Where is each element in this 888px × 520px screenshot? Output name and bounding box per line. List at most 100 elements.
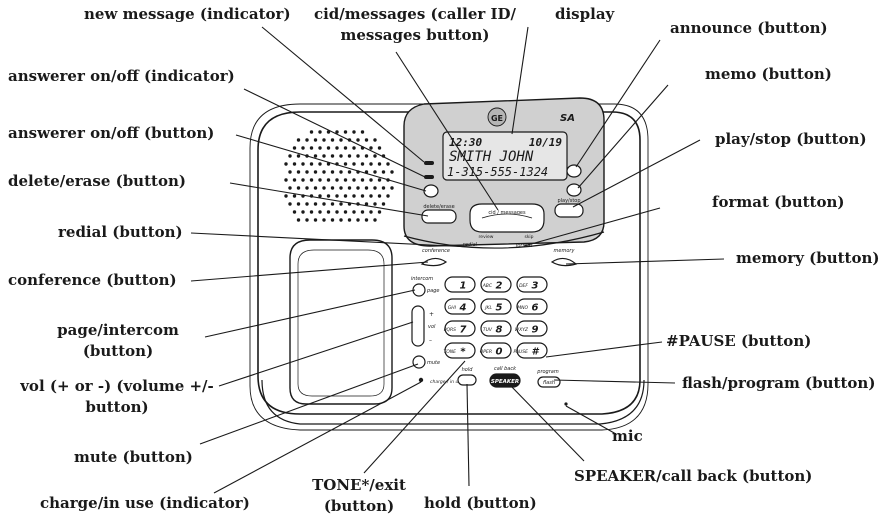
leader-memory (565, 258, 725, 265)
grille-hole (373, 218, 377, 222)
keypad-key-shape[interactable] (480, 298, 512, 315)
volume-button[interactable] (411, 305, 425, 347)
answerer-indicator (424, 175, 434, 179)
keypad-key-shape[interactable] (480, 320, 512, 337)
keypad-key-shape[interactable] (480, 342, 512, 359)
grille-hole (339, 170, 343, 174)
grille-hole (386, 194, 390, 198)
delete-erase-button[interactable] (421, 209, 457, 224)
callout-announce: announce (button) (670, 19, 828, 37)
lcd-time: 12:30 (449, 136, 482, 149)
grille-hole (284, 178, 288, 182)
leader-new-message (261, 26, 425, 163)
lcd-date: 10/19 (529, 136, 562, 149)
conference-button[interactable] (420, 257, 448, 267)
grille-hole (356, 138, 360, 142)
callout-memo: memo (button) (705, 65, 832, 83)
lcd-number: 1-315-555-1324 (447, 165, 548, 179)
grille-hole (347, 154, 352, 158)
grille-hole (309, 130, 314, 134)
keypad-key-1[interactable]: 1 (444, 276, 476, 293)
grille-hole (377, 146, 382, 150)
cid-messages-button[interactable] (469, 203, 545, 233)
leader-pause (545, 341, 663, 358)
callout-format: format (button) (712, 193, 845, 211)
console-sweep (403, 231, 605, 249)
keypad-key-digit: * (460, 347, 466, 358)
keypad-key-digit: 5 (496, 303, 503, 314)
leader-vol (218, 321, 414, 387)
answerer-on-off-button[interactable] (423, 184, 439, 198)
grille-hole (356, 186, 360, 190)
keypad-key-shape[interactable] (516, 342, 548, 359)
grille-hole (284, 194, 288, 198)
memo-button[interactable] (566, 183, 582, 197)
speaker-button[interactable] (489, 373, 521, 388)
callout-cid-messages-text: cid/messages (caller ID/ messages button… (313, 5, 517, 44)
vol-label: vol (428, 324, 436, 330)
keypad-key-shape[interactable] (444, 320, 476, 337)
keypad-key-digit: # (532, 347, 540, 358)
grille-hole (343, 194, 348, 198)
leader-redial (190, 232, 471, 248)
grille-hole (322, 218, 326, 222)
hold-button[interactable] (457, 374, 477, 386)
handset-cradle (289, 239, 393, 405)
grille-hole (364, 186, 369, 190)
grille-hole (288, 186, 292, 190)
skip-label: skip (524, 234, 533, 240)
leader-flash-program (553, 379, 676, 384)
keypad-key-shape[interactable] (444, 298, 476, 315)
callout-new-message: new message (indicator) (84, 5, 291, 23)
leader-announce (575, 39, 661, 168)
keypad-key-shape[interactable] (516, 298, 548, 315)
grille-hole (335, 178, 339, 182)
grille-hole (369, 210, 373, 214)
keypad-key-star[interactable]: TONE* (443, 342, 476, 359)
model-text: SA (560, 113, 575, 124)
grille-hole (309, 146, 314, 150)
ge-logo (487, 107, 507, 127)
conference-label: conference (422, 248, 450, 254)
grille-hole (377, 210, 382, 214)
keypad-key-shape[interactable] (444, 342, 476, 359)
grille-hole (318, 210, 322, 214)
announce-button[interactable] (566, 164, 582, 178)
grille-hole (301, 162, 305, 166)
keypad-key-shape[interactable] (516, 320, 548, 337)
grille-hole (318, 162, 322, 166)
callout-tone-exit-text: TONE*/exit (button) (312, 476, 406, 515)
grille-hole (305, 170, 309, 174)
keypad-key-shape[interactable] (444, 276, 476, 293)
keypad-key-pound[interactable]: PAUSE# (513, 342, 548, 359)
play-stop-button[interactable] (554, 203, 584, 218)
grille-hole (339, 218, 343, 222)
leader-conference (190, 261, 429, 282)
grille-hole (352, 178, 356, 182)
grille-hole (335, 146, 339, 150)
grille-hole (301, 210, 305, 214)
grille-hole (326, 130, 331, 134)
keypad-key-shape[interactable] (480, 276, 512, 293)
callout-page-intercom: page/intercom (button) (38, 320, 198, 362)
grille-hole (390, 170, 394, 174)
mute-button[interactable] (412, 355, 426, 369)
grille-hole (335, 210, 339, 214)
grille-hole (296, 170, 301, 174)
grille-hole (313, 218, 318, 222)
grille-hole (364, 202, 369, 206)
keypad-key-shape[interactable] (516, 276, 548, 293)
grille-hole (386, 162, 390, 166)
grille-hole (352, 130, 356, 134)
callout-play-stop: play/stop (button) (715, 130, 867, 148)
